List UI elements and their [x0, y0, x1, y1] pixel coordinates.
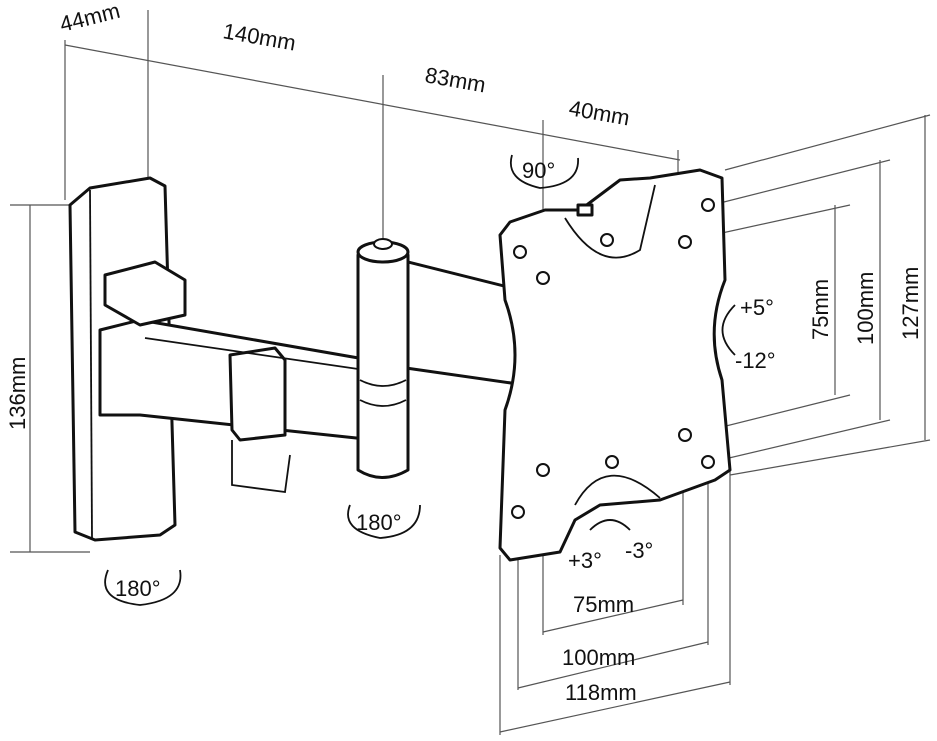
label-75mm-vertical: 75mm [808, 279, 833, 340]
label-75mm-horizontal: 75mm [573, 592, 634, 617]
label-40mm: 40mm [567, 95, 632, 130]
rotation-labels: 90° 180° 180° +5° -12° +3° -3° [115, 158, 776, 601]
label-level-plus: +3° [568, 548, 602, 573]
label-90deg: 90° [522, 158, 555, 183]
label-83mm: 83mm [423, 62, 488, 97]
label-tilt-up: +5° [740, 295, 774, 320]
label-127mm: 127mm [898, 267, 923, 340]
label-136mm: 136mm [5, 357, 30, 430]
first-arm [98, 260, 377, 494]
label-level-minus: -3° [625, 538, 653, 563]
label-140mm: 140mm [221, 18, 298, 55]
label-44mm: 44mm [57, 0, 122, 37]
rotation-arrows [104, 154, 736, 606]
label-180deg-wall: 180° [115, 576, 161, 601]
label-100mm-horizontal: 100mm [562, 645, 635, 670]
second-arm [356, 238, 527, 479]
vesa-plate [498, 168, 732, 562]
label-tilt-down: -12° [735, 348, 776, 373]
label-100mm-vertical: 100mm [853, 272, 878, 345]
label-118mm: 118mm [565, 680, 637, 705]
label-180deg-arm: 180° [356, 510, 402, 535]
